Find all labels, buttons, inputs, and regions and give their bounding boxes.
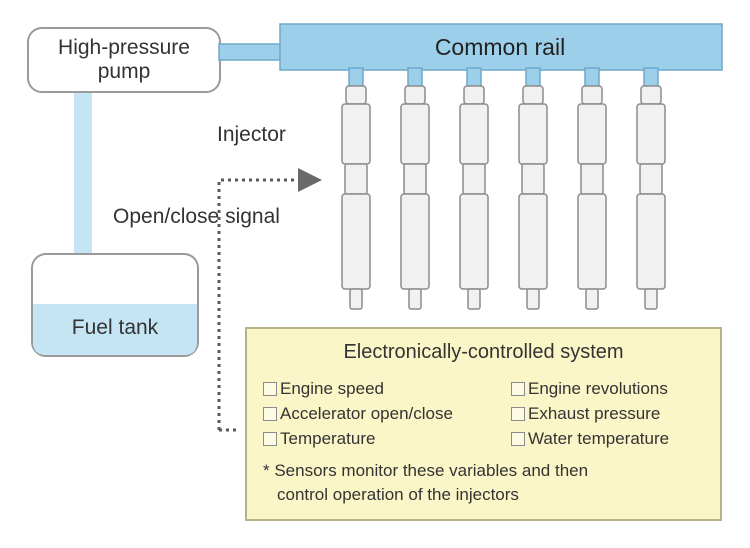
injector-collar bbox=[521, 163, 545, 195]
injectors-group bbox=[341, 67, 666, 310]
ecs-note-line2: control operation of the injectors bbox=[277, 485, 519, 504]
injector-nozzle bbox=[408, 288, 422, 310]
injector-cap bbox=[404, 85, 426, 105]
injector-lower-body bbox=[341, 193, 371, 290]
common-rail-label: Common rail bbox=[434, 34, 566, 60]
injector bbox=[577, 67, 607, 310]
injector bbox=[459, 67, 489, 310]
injector-lower-body bbox=[459, 193, 489, 290]
sensor-item-label: Engine revolutions bbox=[528, 379, 668, 398]
common-rail bbox=[279, 23, 723, 71]
signal-arrow-icon bbox=[298, 168, 322, 192]
injector-collar bbox=[403, 163, 427, 195]
sensor-item-label: Engine speed bbox=[280, 379, 384, 398]
checkbox-icon bbox=[263, 407, 277, 421]
injector-upper-body bbox=[341, 103, 371, 165]
injector-feed bbox=[584, 67, 600, 89]
sensor-item-engine-speed: Engine speed bbox=[263, 379, 384, 399]
sensor-item-engine-revolutions: Engine revolutions bbox=[511, 379, 668, 399]
injector-collar bbox=[462, 163, 486, 195]
pump-label-line1: High-pressure bbox=[58, 36, 190, 59]
injector-upper-body bbox=[518, 103, 548, 165]
injector-upper-body bbox=[577, 103, 607, 165]
electronic-control-system-box: Electronically-controlled system Engine … bbox=[245, 327, 722, 521]
injector bbox=[400, 67, 430, 310]
checkbox-icon bbox=[263, 382, 277, 396]
injector-collar bbox=[639, 163, 663, 195]
injector-upper-body bbox=[400, 103, 430, 165]
sensor-item-label: Accelerator open/close bbox=[280, 404, 453, 423]
injector-lower-body bbox=[577, 193, 607, 290]
sensor-item-label: Temperature bbox=[280, 429, 376, 448]
injector bbox=[341, 67, 371, 310]
injector-feed bbox=[348, 67, 364, 89]
sensor-item-label: Exhaust pressure bbox=[528, 404, 661, 423]
checkbox-icon bbox=[263, 432, 277, 446]
pump-label: High-pressure pump bbox=[28, 30, 220, 90]
checkbox-icon bbox=[511, 432, 525, 446]
injector-feed bbox=[525, 67, 541, 89]
injector-lower-body bbox=[400, 193, 430, 290]
injector-upper-body bbox=[459, 103, 489, 165]
sensor-item-label: Water temperature bbox=[528, 429, 670, 448]
injector-feed bbox=[643, 67, 659, 89]
injector-cap bbox=[345, 85, 367, 105]
injector-label: Injector bbox=[217, 123, 286, 146]
injector bbox=[518, 67, 548, 310]
ecs-note-line1: * Sensors monitor these variables and th… bbox=[263, 461, 589, 480]
injector-cap bbox=[581, 85, 603, 105]
injector-collar bbox=[344, 163, 368, 195]
pump-rail-pipe bbox=[218, 43, 284, 61]
injector-lower-body bbox=[518, 193, 548, 290]
injector-nozzle bbox=[644, 288, 658, 310]
injector-collar bbox=[580, 163, 604, 195]
ecs-title: Electronically-controlled system bbox=[343, 341, 624, 363]
injector-upper-body bbox=[636, 103, 666, 165]
pump-label-line2: pump bbox=[97, 60, 151, 83]
injector-cap bbox=[463, 85, 485, 105]
fuel-tank-label: Fuel tank bbox=[71, 316, 159, 339]
ecs-note: * Sensors monitor these variables and th… bbox=[263, 459, 703, 507]
injector-lower-body bbox=[636, 193, 666, 290]
sensor-item-accelerator: Accelerator open/close bbox=[263, 404, 453, 424]
open-close-signal-label: Open/close signal bbox=[113, 205, 280, 228]
injector-cap bbox=[522, 85, 544, 105]
injector-nozzle bbox=[526, 288, 540, 310]
sensor-item-temperature: Temperature bbox=[263, 429, 375, 449]
injector-cap bbox=[640, 85, 662, 105]
injector-nozzle bbox=[349, 288, 363, 310]
sensor-item-exhaust-pressure: Exhaust pressure bbox=[511, 404, 660, 424]
injector-feed bbox=[407, 67, 423, 89]
injector-feed bbox=[466, 67, 482, 89]
checkbox-icon bbox=[511, 407, 525, 421]
fuel-tank-fuel bbox=[33, 304, 197, 355]
injector-nozzle bbox=[467, 288, 481, 310]
injector bbox=[636, 67, 666, 310]
signal-dotted-line bbox=[217, 178, 296, 430]
checkbox-icon bbox=[511, 382, 525, 396]
injector-nozzle bbox=[585, 288, 599, 310]
sensor-item-water-temperature: Water temperature bbox=[511, 429, 669, 449]
